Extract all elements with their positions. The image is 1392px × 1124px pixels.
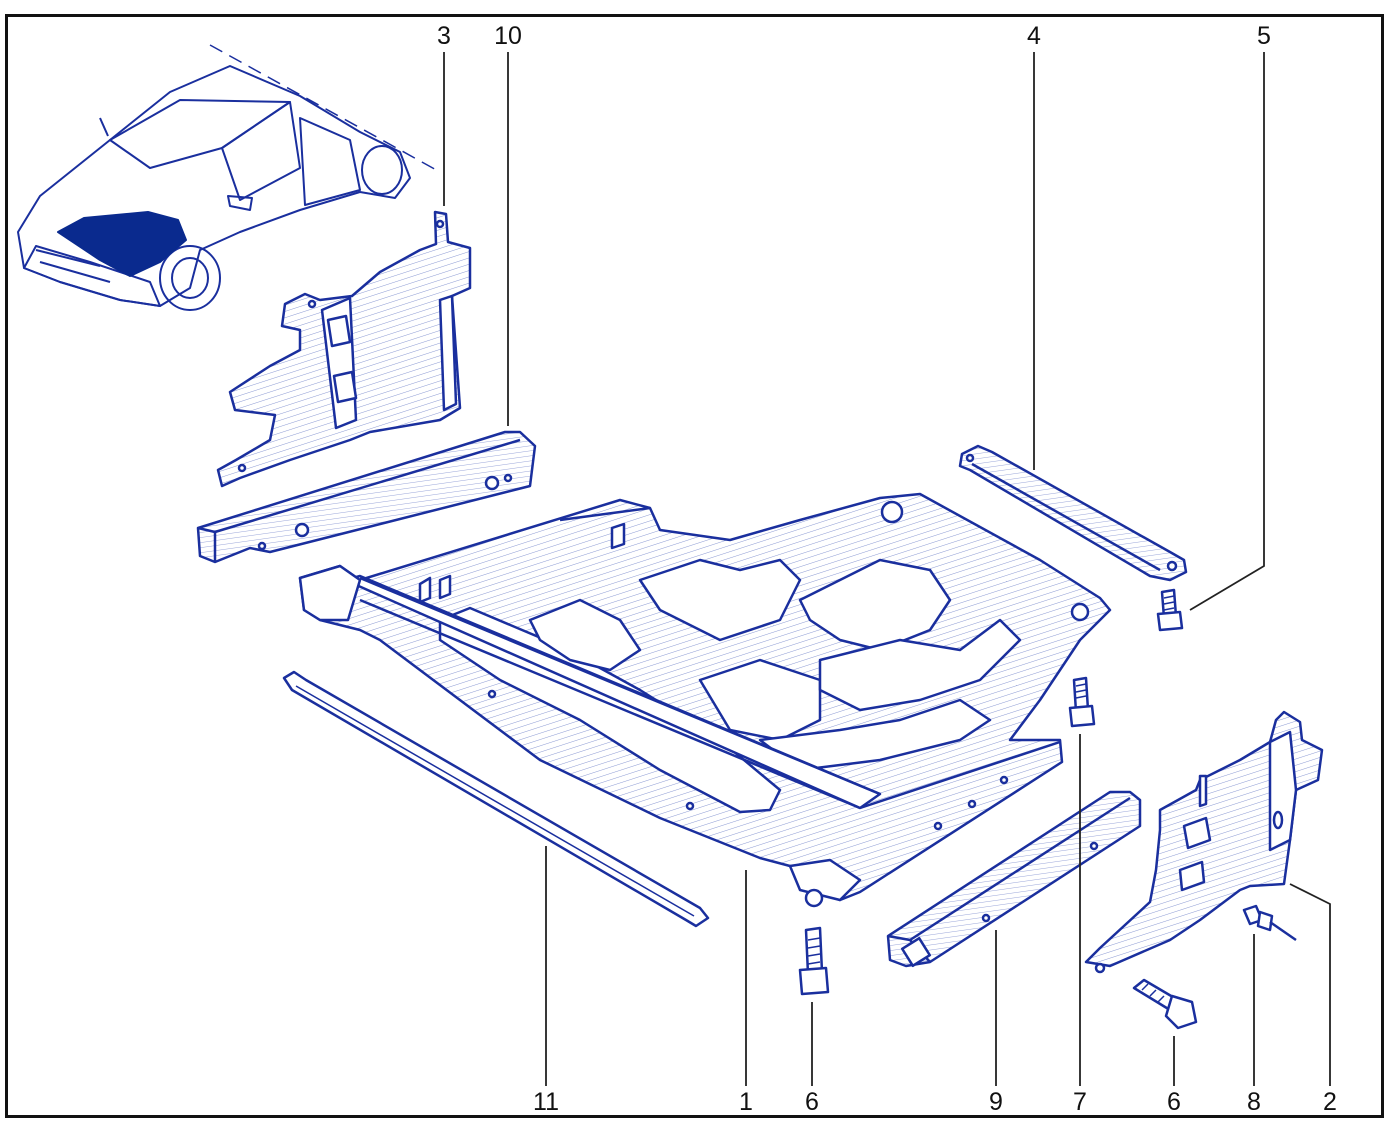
part-2-right-side-shield (1084, 710, 1324, 974)
leader-2 (1289, 883, 1331, 1086)
callout-5: 5 (1257, 22, 1271, 50)
leader-lines (443, 52, 1331, 1086)
vehicle-location-thumbnail (17, 44, 441, 311)
part-6-bolt-center (798, 926, 830, 996)
callout-6-right: 6 (1167, 1088, 1181, 1116)
callout-9: 9 (989, 1088, 1003, 1116)
part-6-bolt-right (1132, 978, 1198, 1030)
part-4-rear-stay (958, 444, 1188, 582)
callout-11: 11 (533, 1088, 559, 1116)
part-1-engine-undertray (298, 492, 1112, 908)
callout-4: 4 (1027, 22, 1041, 50)
callout-6-center: 6 (805, 1088, 819, 1116)
leader-5 (1189, 52, 1265, 611)
part-5-bolt (1156, 588, 1184, 632)
callout-2: 2 (1323, 1088, 1337, 1116)
callout-7: 7 (1073, 1088, 1087, 1116)
callout-8: 8 (1247, 1088, 1261, 1116)
part-8-clip (1242, 904, 1297, 942)
part-7-bolt (1068, 676, 1096, 728)
part-11-tie-rod (282, 670, 710, 928)
callout-3: 3 (437, 22, 451, 50)
part-9-box-member (886, 790, 1142, 968)
callout-1: 1 (739, 1088, 753, 1116)
part-10-cross-beam (196, 430, 537, 564)
part-3-left-side-shield (216, 210, 472, 488)
callout-10: 10 (494, 22, 522, 50)
